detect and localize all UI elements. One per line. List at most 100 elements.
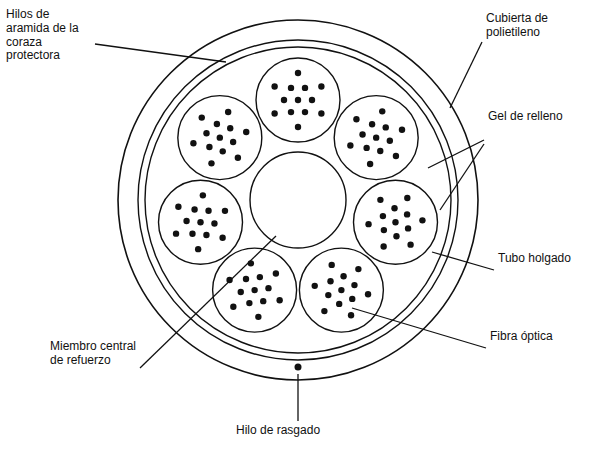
optical-fiber bbox=[377, 148, 383, 154]
optical-fiber bbox=[222, 208, 228, 214]
optical-fiber bbox=[265, 285, 271, 291]
loose-tube bbox=[299, 248, 383, 332]
central-member bbox=[250, 152, 346, 248]
optical-fiber bbox=[173, 230, 179, 236]
optical-fiber bbox=[191, 206, 197, 212]
optical-fiber bbox=[369, 121, 375, 127]
optical-fiber bbox=[312, 283, 318, 289]
optical-fiber bbox=[318, 83, 324, 89]
optical-fiber bbox=[393, 153, 399, 159]
optical-fiber bbox=[302, 109, 308, 115]
optical-fiber bbox=[220, 148, 226, 154]
optical-fiber bbox=[351, 282, 357, 288]
tube-label: Tubo holgado bbox=[498, 252, 588, 266]
optical-fiber bbox=[281, 97, 287, 103]
optical-fiber bbox=[235, 155, 241, 161]
rip-cord-label: Hilo de rasgado bbox=[236, 424, 396, 438]
optical-fiber bbox=[391, 205, 397, 211]
optical-fiber bbox=[255, 314, 261, 320]
optical-fiber bbox=[276, 297, 282, 303]
optical-fiber bbox=[340, 273, 346, 279]
optical-fiber bbox=[383, 124, 389, 130]
optical-fiber bbox=[227, 125, 233, 131]
optical-fiber bbox=[399, 127, 405, 133]
optical-fiber bbox=[404, 195, 410, 201]
optical-fiber bbox=[336, 301, 342, 307]
optical-fiber bbox=[251, 287, 257, 293]
optical-fiber bbox=[349, 296, 355, 302]
optical-fiber bbox=[225, 109, 231, 115]
leader-lines bbox=[95, 42, 494, 421]
optical-fiber bbox=[203, 130, 209, 136]
sheath-label: Cubierta de polietileno bbox=[486, 12, 586, 40]
optical-fiber bbox=[365, 221, 371, 227]
optical-fiber bbox=[309, 97, 315, 103]
optical-fiber bbox=[189, 231, 195, 237]
optical-fiber bbox=[295, 70, 301, 76]
optical-fiber bbox=[387, 138, 393, 144]
optical-fiber bbox=[238, 289, 244, 295]
gel-label: Gel de relleno bbox=[488, 110, 583, 124]
optical-fiber bbox=[392, 219, 398, 225]
optical-fiber bbox=[230, 304, 236, 310]
loose-tube bbox=[256, 58, 340, 142]
loose-tube bbox=[178, 96, 262, 180]
optical-fiber bbox=[405, 225, 411, 231]
optical-fiber bbox=[230, 139, 236, 145]
optical-fiber bbox=[226, 277, 232, 283]
optical-fiber bbox=[407, 241, 413, 247]
optical-fiber bbox=[271, 110, 277, 116]
optical-fiber bbox=[214, 121, 220, 127]
loose-tube bbox=[159, 180, 243, 264]
optical-fiber bbox=[347, 142, 353, 148]
central-member-label: Miembro central de refuerzo bbox=[50, 340, 142, 368]
optical-fiber bbox=[325, 292, 331, 298]
optical-fiber bbox=[295, 97, 301, 103]
optical-fiber bbox=[273, 270, 279, 276]
loose-tubes bbox=[159, 58, 438, 332]
optical-fiber bbox=[363, 145, 369, 151]
optical-fiber bbox=[327, 278, 333, 284]
optical-fiber bbox=[183, 218, 189, 224]
optical-fiber bbox=[379, 108, 385, 114]
optical-fiber bbox=[318, 110, 324, 116]
optical-fiber bbox=[419, 217, 425, 223]
optical-fiber bbox=[365, 291, 371, 297]
optical-fiber bbox=[348, 312, 354, 318]
optical-fiber bbox=[380, 213, 386, 219]
loose-tube bbox=[334, 96, 418, 180]
optical-fiber bbox=[302, 85, 308, 91]
optical-fiber bbox=[373, 134, 379, 140]
optical-fiber bbox=[380, 243, 386, 249]
optical-fiber bbox=[404, 211, 410, 217]
optical-fiber bbox=[175, 204, 181, 210]
loose-tube bbox=[213, 248, 297, 332]
optical-fiber bbox=[217, 134, 223, 140]
aramid-layer bbox=[138, 40, 458, 360]
optical-fiber bbox=[246, 300, 252, 306]
optical-fiber bbox=[190, 140, 196, 146]
optical-fiber bbox=[355, 266, 361, 272]
optical-fiber bbox=[206, 144, 212, 150]
optical-fiber bbox=[353, 116, 359, 122]
outer-sheath bbox=[118, 20, 478, 380]
optical-fiber bbox=[377, 197, 383, 203]
loose-tube bbox=[353, 180, 437, 264]
optical-fiber bbox=[211, 220, 217, 226]
aramid-label: Hilos de aramida de la coraza protectora bbox=[6, 8, 94, 63]
optical-fiber bbox=[381, 227, 387, 233]
optical-fiber bbox=[288, 85, 294, 91]
optical-fiber bbox=[288, 109, 294, 115]
optical-fiber bbox=[243, 276, 249, 282]
fiber-label: Fibra óptica bbox=[490, 330, 585, 344]
optical-fiber bbox=[295, 124, 301, 130]
optical-fiber bbox=[271, 83, 277, 89]
optical-fiber bbox=[200, 192, 206, 198]
optical-fiber bbox=[359, 131, 365, 137]
optical-fiber bbox=[243, 129, 249, 135]
optical-fiber bbox=[195, 246, 201, 252]
optical-fiber bbox=[199, 114, 205, 120]
optical-fiber bbox=[203, 232, 209, 238]
optical-fiber bbox=[367, 161, 373, 167]
rip-cord bbox=[295, 364, 302, 371]
